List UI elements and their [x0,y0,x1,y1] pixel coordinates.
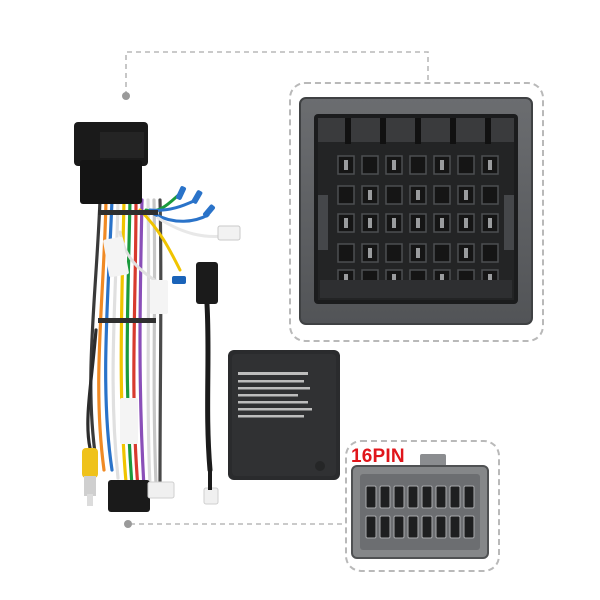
connector-top-ribs [318,118,514,144]
harness-tag-3 [120,398,138,444]
bottom-callout-dot [124,520,132,528]
connector-pin-tip [392,218,396,228]
harness-tag-1 [103,236,129,278]
pin-hole [407,485,419,509]
connector-pin-tip [440,274,444,284]
connector-pin-tip [488,274,492,284]
pin-hole [463,515,475,539]
connector-pin-tip [368,190,372,200]
connector-pin-cell [361,155,379,175]
harness-wires [86,198,163,490]
connector-pin-tip [416,218,420,228]
connector-pin-cell [481,243,499,263]
connector-pin-tip [392,160,396,170]
connector-pin-tip [440,160,444,170]
adapter-plug [196,262,218,304]
connector-pin-tip [368,218,372,228]
pin-hole [393,515,405,539]
connector-closeup-frame [289,82,544,342]
connector-pin-tip [488,218,492,228]
connector-pin-cell [385,185,403,205]
connector-pin-tip [344,274,348,284]
pin-hole [435,515,447,539]
connector-pin-tip [464,190,468,200]
connector-latch-left [318,195,328,250]
connector-pin-tip [416,190,420,200]
pin-hole [449,515,461,539]
pin-hole [365,515,377,539]
pin-connector-holes [365,485,475,539]
top-callout-dot [122,92,130,100]
connector-pin-cell [385,243,403,263]
connector-pin-tip [464,248,468,258]
connector-pin-tip [392,274,396,284]
top-callout-line [125,51,429,96]
harness-bottom-connector [108,480,150,512]
pin-hole [407,515,419,539]
connector-pin-cell [457,155,475,175]
connector-pin-cell [337,243,355,263]
connector-pin-tip [440,218,444,228]
bottom-white-connector [147,481,175,499]
connector-pin-tip [344,218,348,228]
pin-closeup-frame [345,440,500,572]
pin-hole [393,485,405,509]
connector-pin-cell [409,155,427,175]
connector-pin-tip [488,160,492,170]
connector-pin-cell [337,185,355,205]
connector-pin-cell [433,243,451,263]
connector-pin-cell [433,185,451,205]
pin-hole [463,485,475,509]
connector-pin-tip [368,248,372,258]
connector-pin-tip [464,218,468,228]
connector-pin-tip [416,248,420,258]
rca-yellow-connector [82,448,98,478]
connector-latch-right [504,195,514,250]
pin-hole [449,485,461,509]
connector-pin-tip [344,160,348,170]
pin-hole [435,485,447,509]
connector-pin-tips [344,160,492,284]
pin-hole [379,515,391,539]
pin-hole [379,485,391,509]
spade-terminals [172,186,215,284]
white-plug [217,225,241,241]
decoder-speaker-grille [315,461,325,471]
pin-hole [365,485,377,509]
pin-hole [421,515,433,539]
harness-tag-2 [150,280,168,314]
connector-pin-cell [481,185,499,205]
pin-count-label: 16PIN [351,446,405,467]
pin-hole [421,485,433,509]
